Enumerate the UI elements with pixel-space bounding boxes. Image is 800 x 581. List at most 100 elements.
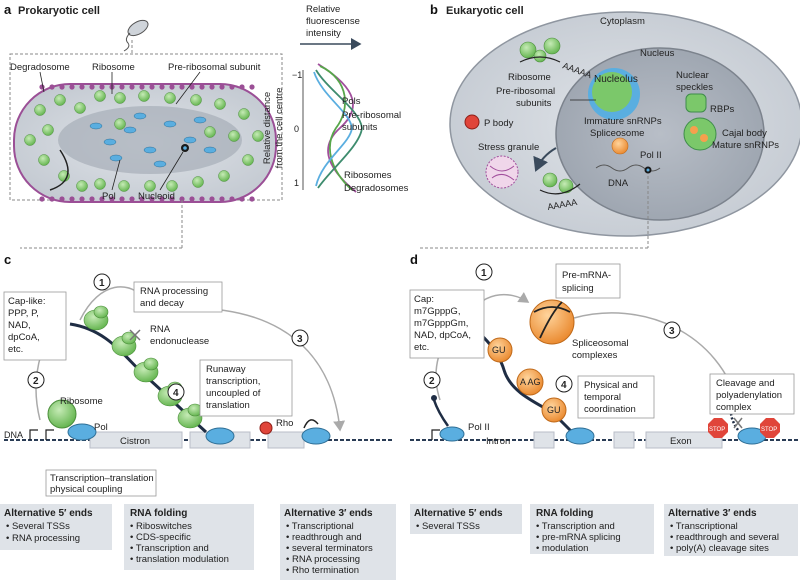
- box-alt5-d: [410, 504, 522, 534]
- label-rbps: RBPs: [710, 104, 735, 115]
- membrane-dot: [49, 84, 55, 90]
- box-folding-c: [124, 504, 254, 570]
- callout-rna-processing: [133, 281, 223, 313]
- label-pol: Pol: [102, 191, 116, 202]
- cleavText-line: polyadenylation: [716, 390, 782, 401]
- legend-ribosomes: Ribosomes: [344, 170, 392, 181]
- alt3-title-c: Alternative 3′ ends: [284, 508, 373, 519]
- membrane-dot: [239, 84, 245, 90]
- callout-cleavage: [709, 373, 795, 415]
- ribosome-dot: [238, 108, 250, 120]
- rho-factor: [259, 421, 273, 435]
- membrane-dot: [169, 196, 175, 202]
- label-preribosomal: Pre-ribosomal subunit: [168, 62, 261, 73]
- alt5d-line: • Several TSSs: [416, 521, 480, 532]
- alt3c-line: • Transcriptional: [286, 521, 354, 532]
- fluorescence-profile-plot: Relative fluorescense intensity Relative…: [262, 4, 409, 194]
- panel-a: a Prokaryotic cell Degradosome Ribosome …: [4, 2, 409, 249]
- ribosome-dot: [166, 180, 178, 192]
- cajal-body: [683, 117, 717, 151]
- physText-line: Physical and: [584, 380, 638, 391]
- step-1-c: 1: [93, 273, 111, 291]
- membrane-dot: [79, 196, 85, 202]
- box-alt3-d: [664, 504, 798, 556]
- label-dna-euk: DNA: [608, 178, 629, 189]
- membrane-dot: [249, 196, 255, 202]
- folding-title-d: RNA folding: [536, 508, 593, 519]
- capText-line: etc.: [414, 342, 429, 353]
- membrane-dot: [219, 196, 225, 202]
- step-2-d: 2: [423, 371, 441, 389]
- pol-dot: [109, 154, 123, 162]
- stop-sign-right: STOP: [760, 418, 780, 438]
- capText-line: NAD, dpCoA,: [414, 330, 471, 341]
- callout-physical: [577, 375, 655, 419]
- ribosome-c: [47, 399, 77, 429]
- membrane-dot: [249, 84, 255, 90]
- pol-dot: [163, 120, 177, 128]
- gu-label-1: GU: [492, 345, 506, 355]
- label-preribo-1: Pre-ribosomal: [496, 86, 555, 97]
- nuclear-speckle: [685, 93, 707, 113]
- svg-text:1: 1: [481, 268, 487, 279]
- ribosome-dot: [164, 92, 176, 104]
- endonuclease-1: RNA: [150, 324, 171, 335]
- alt5-title-d: Alternative 5′ ends: [414, 508, 503, 519]
- membrane-dot: [209, 84, 215, 90]
- y-axis-label-1: Relative distance: [262, 92, 273, 164]
- membrane-dot: [99, 84, 105, 90]
- svg-text:2: 2: [33, 376, 39, 387]
- endonuclease-2: endonuclease: [150, 336, 209, 347]
- membrane-dot: [179, 84, 185, 90]
- step-3-c: 3: [291, 329, 309, 347]
- plot-header-1: Relative: [306, 4, 340, 15]
- ribosome-dot: [114, 92, 126, 104]
- membrane-dot: [149, 196, 155, 202]
- caplikeText-line: Cap-like:: [8, 296, 46, 307]
- y-axis-label-2: from the cell centre: [274, 88, 285, 169]
- label-cistron: Cistron: [120, 436, 150, 447]
- membrane-dot: [229, 84, 235, 90]
- label-nucleolus: Nucleolus: [594, 74, 638, 85]
- foldc-line: • translation modulation: [130, 554, 229, 565]
- membrane-dot: [59, 196, 65, 202]
- svg-text:3: 3: [297, 334, 303, 345]
- step-2-c: 2: [27, 371, 45, 389]
- caplikeText-line: etc.: [8, 344, 23, 355]
- plot-header-3: intensity: [306, 28, 341, 39]
- premrna-2: splicing: [562, 283, 594, 294]
- polysome-small-subunit: [121, 331, 137, 345]
- foldd-line: • Transcription and: [536, 521, 615, 532]
- label-degradosome: Degradosome: [10, 62, 70, 73]
- polysome-small-subunit: [143, 357, 159, 371]
- membrane-dot: [129, 84, 135, 90]
- membrane-dot: [179, 196, 185, 202]
- label-nuclear-speckles-1: Nuclear: [676, 70, 709, 81]
- membrane-dot: [79, 84, 85, 90]
- membrane-dot: [219, 84, 225, 90]
- ribosome-dot: [34, 104, 46, 116]
- panel-d-letter: d: [410, 252, 418, 267]
- membrane-dot: [99, 196, 105, 202]
- box-folding-d: [530, 504, 654, 554]
- label-stress-granule: Stress granule: [478, 142, 539, 153]
- ribosome-dot: [252, 130, 264, 142]
- membrane-dot: [149, 84, 155, 90]
- curve-ribosomes: [319, 65, 353, 191]
- label-rho: Rho: [276, 418, 293, 429]
- panel-c: c DNA Cistron Ribosome Pol Rho 1 2 3 4 R: [0, 252, 396, 580]
- svg-text:2: 2: [429, 376, 435, 387]
- ribosome-dot: [144, 180, 156, 192]
- pol-dot: [103, 138, 117, 146]
- label-mature-snrnps: Mature snRNPs: [712, 140, 779, 151]
- step-4-c: 4: [167, 383, 185, 401]
- pol-dot: [123, 126, 137, 134]
- spliceosome-complex: [529, 299, 575, 345]
- spliceosomal-2: complexes: [572, 350, 618, 361]
- caplikeText-line: PPP, P,: [8, 308, 39, 319]
- panel-c-letter: c: [4, 252, 11, 267]
- step-3-d: 3: [663, 321, 681, 339]
- ribosome-dot: [190, 94, 202, 106]
- capText-line: Cap:: [414, 294, 434, 305]
- membrane-proteins: [39, 84, 255, 202]
